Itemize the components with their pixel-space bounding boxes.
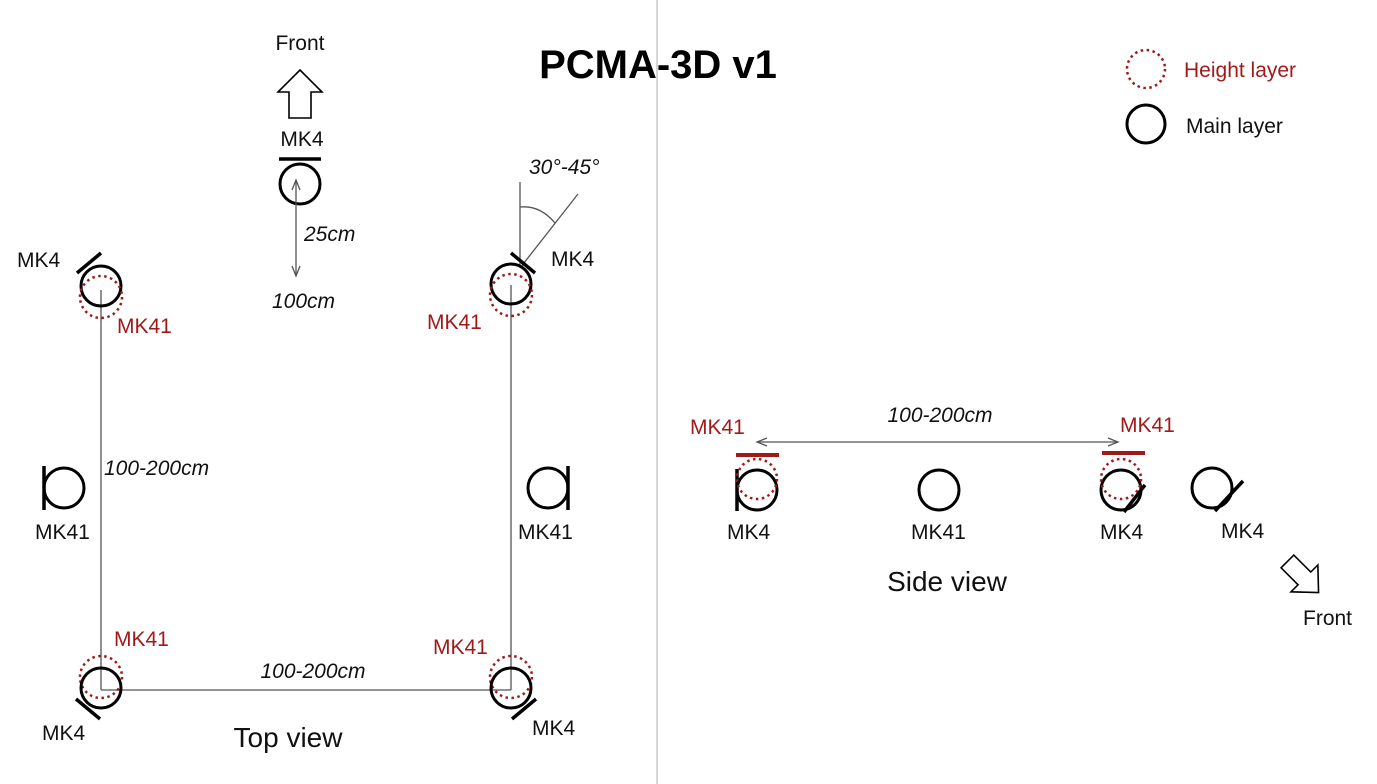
top-front-left-main-label: MK4 <box>17 249 61 272</box>
side-mic-3-capsule-mark <box>1122 483 1147 514</box>
top-front-right-capsule-mark <box>509 251 537 275</box>
legend-height-icon <box>1125 48 1167 90</box>
top-front-right-height-label: MK41 <box>427 311 482 334</box>
top-rear-left-height-icon <box>78 654 124 700</box>
top-rear-right-main-icon <box>489 666 533 710</box>
top-rear-right-height-icon <box>488 654 534 700</box>
top-rear-right-main-label: MK4 <box>532 717 576 740</box>
top-rear-left-height-label: MK41 <box>114 628 169 651</box>
top-front-right-height-icon <box>488 272 534 318</box>
top-centre-offset-arrowhead <box>291 178 301 191</box>
top-front-right-main-icon <box>489 262 533 306</box>
side-left-height-icon <box>735 457 779 501</box>
top-side-left-label: MK41 <box>35 521 90 544</box>
top-front-left-main-icon <box>79 264 123 308</box>
top-rear-left-main-icon <box>79 666 123 710</box>
side-front-label: Front <box>1303 607 1352 630</box>
top-front-left-height-icon <box>78 274 124 320</box>
legend-main-label: Main layer <box>1186 115 1283 138</box>
top-rear-right-capsule-mark <box>510 697 538 721</box>
side-mic-1-label: MK4 <box>727 521 771 544</box>
top-angle-label: 30°-45° <box>529 156 600 179</box>
side-mic-3-icon <box>1099 468 1143 512</box>
side-left-height-label: MK41 <box>690 416 745 439</box>
side-spacing-arrowhead-left <box>755 437 768 447</box>
top-rear-left-capsule-mark <box>74 697 102 721</box>
top-centre-offset-max-label: 100cm <box>272 290 335 313</box>
side-mic-4-label: MK4 <box>1221 520 1265 543</box>
diagram-title: PCMA-3D v1 <box>539 43 777 87</box>
side-right-height-icon <box>1099 457 1143 501</box>
side-mic-4-capsule-mark <box>1213 479 1245 513</box>
side-right-height-label: MK41 <box>1120 414 1175 437</box>
top-centre-offset-label: 25cm <box>303 223 355 246</box>
top-view-caption: Top view <box>234 722 344 753</box>
top-front-arrow-icon <box>276 68 324 119</box>
top-front-left-height-label: MK41 <box>117 315 172 338</box>
top-centre-mic-icon <box>278 162 322 206</box>
top-rear-left-main-label: MK4 <box>42 722 86 745</box>
side-mic-4-icon <box>1190 466 1234 510</box>
top-side-left-mic-icon <box>42 466 86 510</box>
top-view: Front MK4 25cm 100cm 100-200cm 100-200cm… <box>17 32 600 753</box>
legend-main-icon <box>1125 103 1167 145</box>
legend: Height layer Main layer <box>1125 48 1296 145</box>
top-front-left-capsule-mark <box>75 251 103 275</box>
top-side-right-mic-icon <box>526 466 570 510</box>
side-front-arrow-icon <box>1279 553 1320 594</box>
side-mic-3-label: MK4 <box>1100 521 1144 544</box>
side-view: 100-200cm MK41 MK4 MK41 MK41 MK4 MK4 Fro… <box>690 404 1352 630</box>
top-centre-offset-arrowhead-bottom <box>291 265 301 278</box>
top-angle-direction-line <box>519 193 579 269</box>
legend-height-label: Height layer <box>1184 59 1296 82</box>
side-mic-2-label: MK41 <box>911 521 966 544</box>
top-side-right-label: MK41 <box>518 521 573 544</box>
side-mic-1-icon <box>735 468 779 512</box>
side-spacing-arrowhead-right <box>1107 437 1120 447</box>
side-spacing-label: 100-200cm <box>887 404 992 427</box>
top-width-label: 100-200cm <box>260 660 365 683</box>
top-rear-right-height-label: MK41 <box>433 636 488 659</box>
side-view-caption: Side view <box>887 566 1008 597</box>
top-angle-arc <box>519 206 556 224</box>
top-front-right-main-label: MK4 <box>551 248 595 271</box>
top-centre-mic-label: MK4 <box>280 128 324 151</box>
top-depth-label: 100-200cm <box>104 457 209 480</box>
side-mic-2-icon <box>917 468 961 512</box>
top-front-label: Front <box>275 32 324 55</box>
